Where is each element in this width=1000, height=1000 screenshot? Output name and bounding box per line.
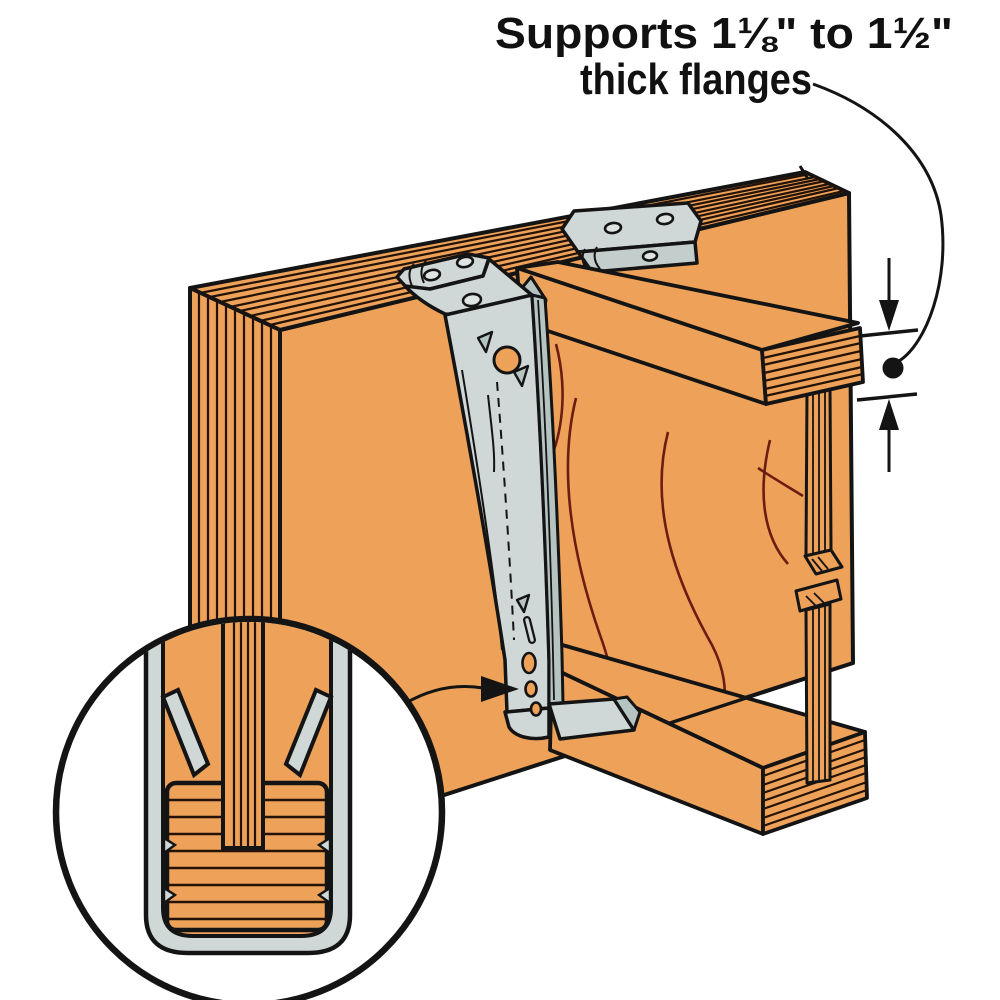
callout-line1: Supports 1⅛" to 1½"	[495, 9, 953, 58]
inset-side-notches	[162, 835, 332, 906]
stirrup-round-hole	[492, 345, 522, 375]
web-edge-lower	[804, 602, 832, 785]
bend-ribs	[408, 260, 503, 651]
detail-inset	[52, 615, 446, 1000]
seat-slots	[521, 616, 543, 717]
nail-tabs	[476, 330, 531, 614]
beam-edge-notch	[798, 165, 810, 180]
web-edge-plies	[805, 389, 829, 782]
dimension-lower	[856, 392, 918, 472]
inset-leader-line	[405, 685, 484, 705]
upper-tick	[859, 328, 919, 338]
stirrup-dashed-centerline	[496, 381, 515, 641]
detail-inset-content	[143, 622, 353, 956]
joist-hanger	[395, 252, 642, 741]
nail-holes	[422, 255, 483, 308]
lower-tick	[856, 392, 918, 402]
inset-leader	[405, 676, 519, 705]
joist-top-flange	[515, 260, 865, 406]
far-strap-nail-holes	[603, 212, 675, 262]
inset-web-plies	[232, 622, 257, 846]
top-flange-laminations	[762, 334, 864, 398]
inset-arrowhead-icon	[481, 676, 519, 702]
inset-flange-laminations	[168, 798, 326, 921]
up-arrow-icon	[879, 399, 899, 430]
hanger-stirrup-side-rib	[537, 299, 555, 701]
hanger-seat-tab	[612, 695, 642, 732]
far-strap-face-plate	[576, 240, 699, 274]
hanger-far-strap	[560, 201, 703, 274]
inset-left-tab	[160, 687, 211, 779]
inset-right-tab	[283, 687, 334, 779]
callout-leader-curve	[812, 82, 945, 363]
inset-web-strip	[221, 622, 265, 850]
web-break-lower-band	[794, 578, 843, 613]
web-break-upper-band	[803, 548, 844, 576]
dimension-upper	[859, 258, 919, 338]
callout-line2: thick flanges	[580, 55, 812, 104]
joist-web-break	[794, 385, 844, 785]
down-arrow-icon	[879, 300, 899, 331]
leader-dot-icon	[882, 357, 904, 379]
hanger-details	[408, 255, 543, 717]
flange-callout: Supports 1⅛" to 1½" thick flanges	[495, 9, 953, 472]
beam-top-laminations	[199, 172, 845, 327]
